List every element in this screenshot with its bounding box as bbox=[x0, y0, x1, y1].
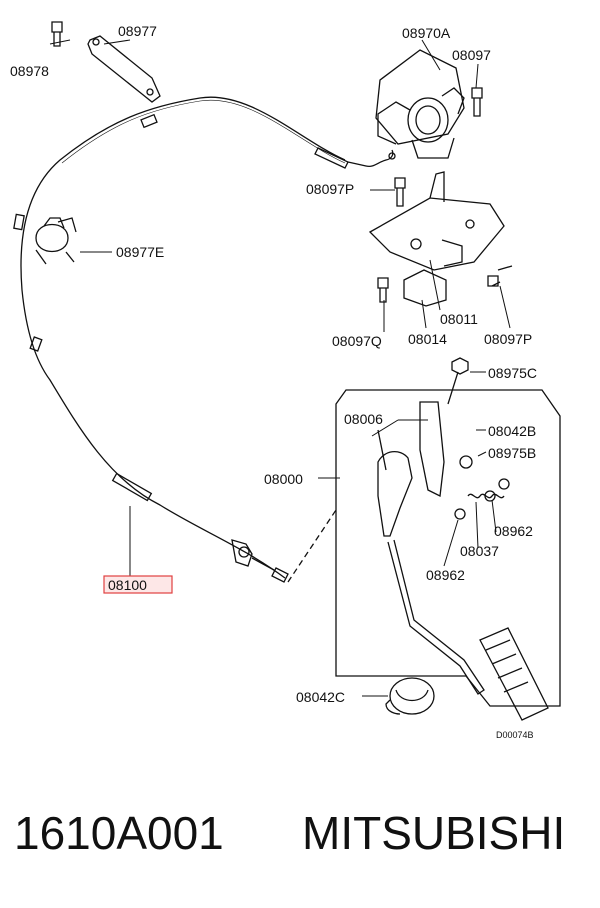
caption: 1610A001 MITSUBISHI bbox=[14, 806, 594, 876]
mount-bracket-08011 bbox=[368, 171, 505, 271]
bolt-08097Q bbox=[377, 277, 389, 303]
callout-08962-left[interactable]: 08962 bbox=[426, 567, 465, 583]
callout-08962-right[interactable]: 08962 bbox=[494, 523, 533, 539]
spring-08037 bbox=[467, 493, 505, 499]
bushing-08042B bbox=[459, 455, 473, 469]
caption-brand: MITSUBISHI bbox=[302, 807, 566, 859]
callout-08097[interactable]: 08097 bbox=[452, 47, 491, 63]
stopper-08042C bbox=[385, 677, 435, 715]
callout-08100[interactable]: 08100 bbox=[108, 577, 147, 593]
bracket-08006 bbox=[419, 401, 445, 497]
pedal-pad bbox=[479, 627, 549, 721]
bushing-08975B bbox=[498, 478, 510, 490]
callout-08097Q[interactable]: 08097Q bbox=[332, 333, 382, 349]
callout-08978[interactable]: 08978 bbox=[10, 63, 49, 79]
callout-08100-highlight bbox=[103, 575, 173, 594]
callout-08097P-top[interactable]: 08097P bbox=[306, 181, 354, 197]
throttle-body-08970A bbox=[375, 49, 465, 159]
washer-08962-left bbox=[454, 508, 466, 520]
cable-pedal-end bbox=[231, 539, 289, 583]
cable-sleeve bbox=[29, 336, 43, 352]
caption-part-number: 1610A001 bbox=[14, 807, 224, 859]
cable-sleeve bbox=[13, 213, 25, 231]
bolt-08097P-top bbox=[394, 177, 406, 207]
diagram-code: D00074B bbox=[496, 730, 534, 740]
cable-sleeve bbox=[111, 472, 153, 502]
callout-08011[interactable]: 08011 bbox=[440, 311, 478, 327]
callout-08975C[interactable]: 08975C bbox=[488, 365, 537, 381]
callout-08975B[interactable]: 08975B bbox=[488, 445, 536, 461]
callout-08977[interactable]: 08977 bbox=[118, 23, 157, 39]
bolt-08097P-bottom bbox=[487, 265, 513, 287]
callout-08000[interactable]: 08000 bbox=[264, 471, 303, 487]
pedal-lever bbox=[377, 429, 387, 471]
cable-sleeve bbox=[140, 113, 158, 129]
bolt-08978 bbox=[51, 21, 63, 47]
washer-08962-right bbox=[484, 490, 496, 502]
callout-08977E[interactable]: 08977E bbox=[116, 244, 164, 260]
callout-08042C[interactable]: 08042C bbox=[296, 689, 345, 705]
nut-08975C bbox=[451, 357, 469, 375]
accelerator-cable bbox=[20, 96, 346, 579]
pedal-assembly-frame bbox=[335, 389, 561, 707]
callout-08037[interactable]: 08037 bbox=[460, 543, 499, 559]
callout-08097P-bottom[interactable]: 08097P bbox=[484, 331, 532, 347]
bolt-08097 bbox=[471, 87, 483, 117]
bracket-08014 bbox=[403, 269, 447, 307]
accelerator-cable-inner bbox=[61, 99, 346, 164]
callout-08042B[interactable]: 08042B bbox=[488, 423, 536, 439]
bracket-08977 bbox=[87, 35, 161, 103]
callout-08970A[interactable]: 08970A bbox=[402, 25, 451, 41]
callout-08014[interactable]: 08014 bbox=[408, 331, 447, 347]
callout-08006[interactable]: 08006 bbox=[344, 411, 383, 427]
clip-08977E bbox=[35, 217, 77, 265]
parts-diagram: 08978 08977 08970A 08097 08097P 08977E 0… bbox=[10, 21, 561, 740]
